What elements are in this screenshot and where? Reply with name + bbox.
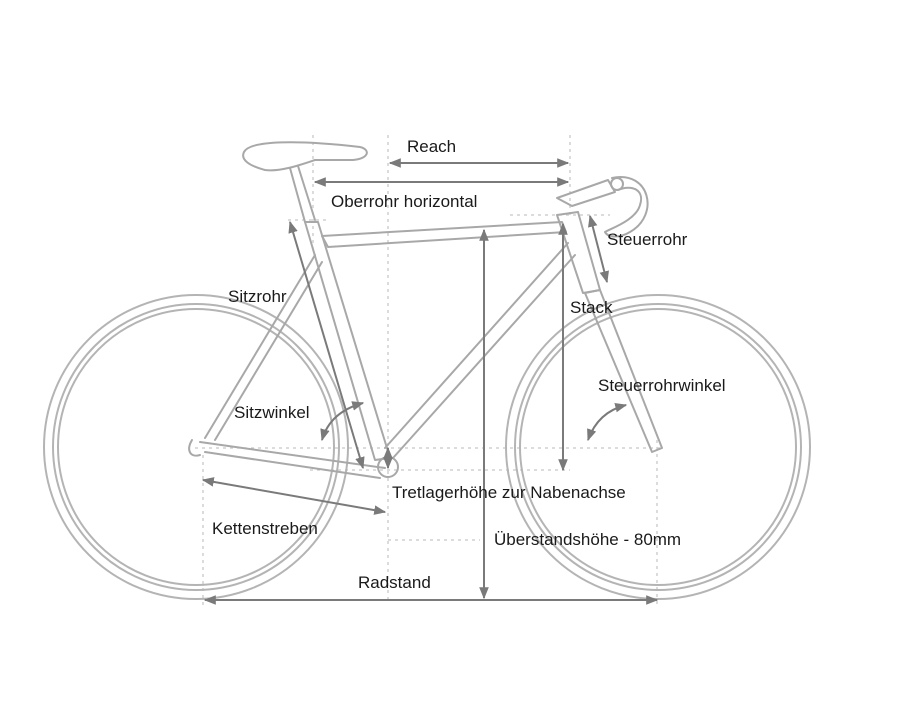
reach-label: Reach bbox=[407, 137, 456, 156]
seat-angle-label: Sitzwinkel bbox=[234, 403, 310, 422]
head-tube-label: Steuerrohr bbox=[607, 230, 688, 249]
top-tube-label: Oberrohr horizontal bbox=[331, 192, 477, 211]
head-angle-arc bbox=[587, 402, 628, 442]
seat-angle-arc bbox=[320, 401, 365, 442]
standover-label: Überstandshöhe - 80mm bbox=[494, 530, 681, 549]
rear-wheel bbox=[43, 294, 349, 600]
stack-label: Stack bbox=[570, 298, 613, 317]
front-wheel bbox=[505, 294, 811, 600]
seat-tube-label: Sitzrohr bbox=[228, 287, 287, 306]
dimension-arrows bbox=[201, 158, 659, 605]
head-tube-arrow bbox=[588, 214, 609, 284]
wheelbase-label: Radstand bbox=[358, 573, 431, 592]
bb-drop-label: Tretlagerhöhe zur Nabenachse bbox=[392, 483, 626, 502]
stem bbox=[556, 179, 616, 207]
chainstay-label: Kettenstreben bbox=[212, 519, 318, 538]
head-angle-label: Steuerrohrwinkel bbox=[598, 376, 726, 395]
saddle bbox=[242, 141, 368, 172]
chainstay-arrow bbox=[201, 477, 387, 515]
